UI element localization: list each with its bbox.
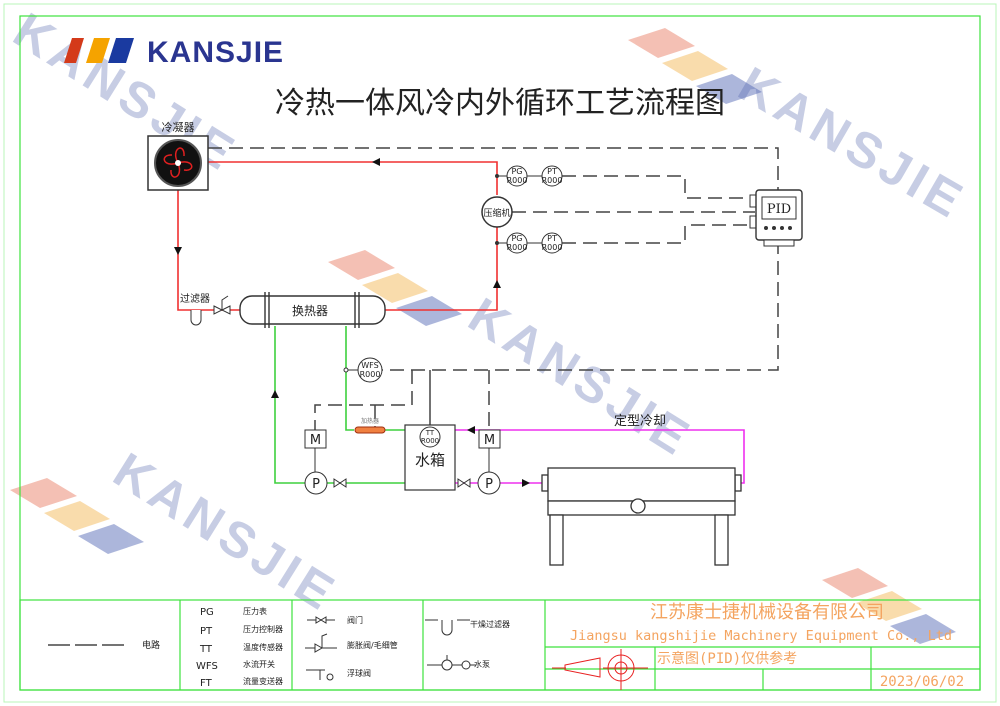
pump-1: M P xyxy=(304,429,328,495)
flow-arrow xyxy=(271,390,279,398)
heat-exchanger: 换热器 xyxy=(239,292,386,328)
electrical-lines xyxy=(208,147,779,430)
pid-label: PID xyxy=(767,202,791,217)
legend: 电路 PG PT TT WFS FT 压力表 压力控制器 温度传感器 水流开关 … xyxy=(48,606,510,689)
flow-arrow xyxy=(493,280,501,288)
gauge-tag: PG xyxy=(511,167,522,176)
legend-desc: 水流开关 xyxy=(243,659,275,669)
tank-label: 水箱 xyxy=(415,451,445,469)
logo-text: KANSJIE xyxy=(147,36,284,69)
gauge-code: R000 xyxy=(507,243,528,252)
tt-code: R000 xyxy=(421,437,439,445)
gauge-tag: PT xyxy=(547,167,557,176)
compressor-label: 压缩机 xyxy=(483,207,510,219)
gauge-code: R000 xyxy=(542,176,563,185)
compressor: 压缩机 xyxy=(481,196,513,228)
flow-arrow xyxy=(174,247,182,255)
legend-pump-label: 水泵 xyxy=(474,659,490,669)
water-tank: TT R000 水箱 xyxy=(404,424,456,491)
flow-arrow xyxy=(522,479,530,487)
expansion-valve-icon xyxy=(213,295,231,315)
legend-valve-label: 阀门 xyxy=(347,615,363,625)
legend-code: PG xyxy=(200,607,214,618)
company-name-cn: 江苏康士捷机械设备有限公司 xyxy=(650,602,884,623)
pump-label: P xyxy=(485,477,493,492)
legend-desc: 压力表 xyxy=(243,606,267,616)
legend-code: TT xyxy=(199,644,213,655)
logo: KANSJIE xyxy=(64,36,284,69)
disclaimer-note: 示意图(PID)仅供参考 xyxy=(657,650,797,667)
watermark-stripes xyxy=(10,28,956,644)
water-flow-switch: WFS R000 xyxy=(357,357,383,383)
gauge-tag: PT xyxy=(547,234,557,243)
tt-tag: TT xyxy=(425,429,435,437)
flow-arrow xyxy=(467,426,475,434)
pump-2: M P xyxy=(477,429,501,495)
legend-valve-label: 浮球阀 xyxy=(347,668,371,678)
filter-label: 过滤器 xyxy=(180,292,210,305)
page-title: 冷热一体风冷内外循环工艺流程图 xyxy=(275,86,725,121)
condenser-label: 冷凝器 xyxy=(162,120,195,134)
title-block: 江苏康士捷机械设备有限公司 Jiangsu kangshijie Machine… xyxy=(552,602,964,690)
gauge-code: R000 xyxy=(542,243,563,252)
filter-icon xyxy=(425,619,470,636)
gauge-tag: PG xyxy=(511,234,522,243)
motor-label: M xyxy=(310,433,321,448)
watermark-text: KANSJIE xyxy=(4,2,247,183)
condenser: 冷凝器 xyxy=(147,120,209,191)
legend-desc: 温度传感器 xyxy=(243,642,283,652)
refrigerant-loop xyxy=(177,161,498,311)
legend-filter-label: 干燥过滤器 xyxy=(470,619,510,629)
company-name-en: Jiangsu kangshijie Machinery Equipment C… xyxy=(570,628,952,644)
float-valve-icon xyxy=(306,669,325,680)
wfs-tag: WFS xyxy=(361,361,378,370)
dryer-filter: 过滤器 xyxy=(180,292,210,326)
legend-line-label: 电路 xyxy=(142,639,160,651)
legend-desc: 流量变送器 xyxy=(243,676,283,686)
heater-label: 加热器 xyxy=(361,417,379,425)
valve-icon xyxy=(333,478,471,488)
legend-grid xyxy=(19,599,981,691)
outer-frame xyxy=(3,3,997,703)
legend-code: PT xyxy=(200,626,213,637)
legend-code: WFS xyxy=(196,661,218,672)
gauge-code: R000 xyxy=(507,176,528,185)
pid-controller: PID xyxy=(749,189,803,247)
heat-exchanger-label: 换热器 xyxy=(292,304,328,318)
legend-code: FT xyxy=(200,678,213,689)
wfs-code: R000 xyxy=(360,370,381,379)
junction xyxy=(343,367,349,373)
watermark-text: KANSJIE xyxy=(104,442,347,623)
flow-arrow xyxy=(372,158,380,166)
cooling-machine xyxy=(541,467,742,566)
pump-label: P xyxy=(312,477,320,492)
legend-desc: 压力控制器 xyxy=(243,624,283,634)
motor-label: M xyxy=(484,433,495,448)
cooling-label: 定型冷却 xyxy=(614,414,666,429)
heater: 加热器 xyxy=(354,417,386,434)
projection-symbol-icon xyxy=(552,649,648,690)
drawing-date: 2023/06/02 xyxy=(880,674,964,690)
legend-valve-label: 膨胀阀/毛细管 xyxy=(347,640,398,650)
